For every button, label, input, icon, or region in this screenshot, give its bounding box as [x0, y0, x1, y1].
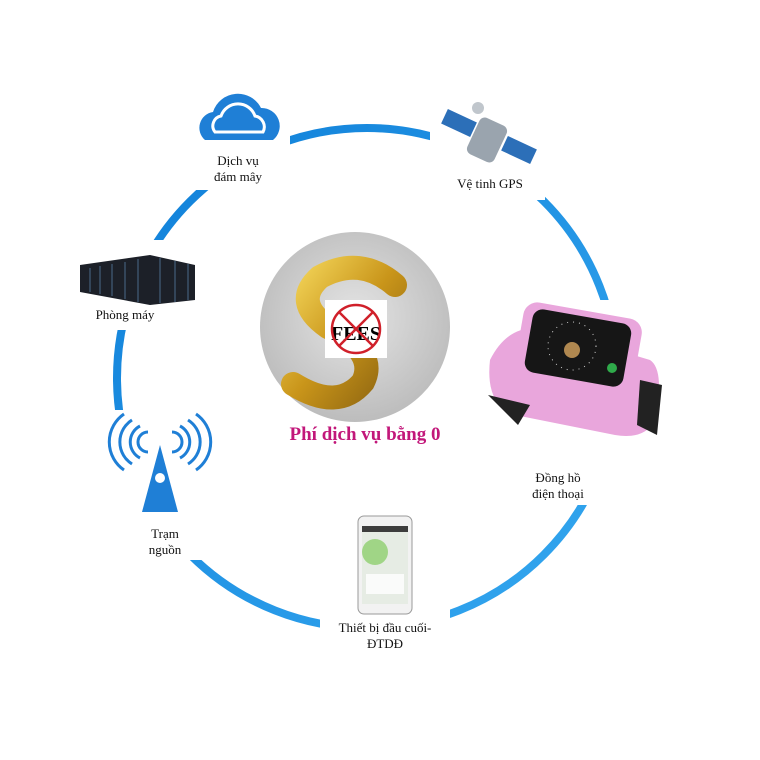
no-sign-icon	[330, 303, 382, 355]
satellite-icon	[441, 102, 537, 165]
mobile-phone-icon	[357, 515, 413, 615]
label-line: nguồn	[148, 542, 182, 557]
label-line: Đồng hồ	[535, 470, 581, 485]
tower-label: Trạm nguồn	[149, 526, 182, 558]
mobile-device-label: Thiết bị đầu cuối- ĐTDĐ	[339, 620, 432, 652]
cloud-service-label: Dịch vụ đám mây	[214, 153, 262, 185]
smartwatch-label: Đồng hồ điện thoại	[532, 470, 584, 502]
signal-tower-icon	[107, 412, 213, 512]
label-line: điện thoại	[532, 486, 584, 501]
server-room-icon	[80, 255, 195, 305]
label-line: Thiết bị đầu cuối-	[338, 620, 432, 635]
cloud-icon	[199, 93, 280, 140]
zero-fee-illustration: FEES	[260, 232, 450, 422]
label-line: ĐTDĐ	[366, 636, 404, 651]
server-room-label: Phòng máy	[95, 307, 155, 322]
label-line: Dịch vụ	[217, 153, 259, 168]
gps-satellite-label: Vệ tinh GPS	[457, 176, 523, 191]
label-line: đám mây	[213, 169, 263, 184]
zero-fee-title: Phí dịch vụ bằng 0	[289, 424, 441, 445]
smartwatch-icon	[488, 302, 662, 436]
fees-text: FEES	[331, 323, 381, 345]
label-line: Trạm	[151, 526, 179, 541]
